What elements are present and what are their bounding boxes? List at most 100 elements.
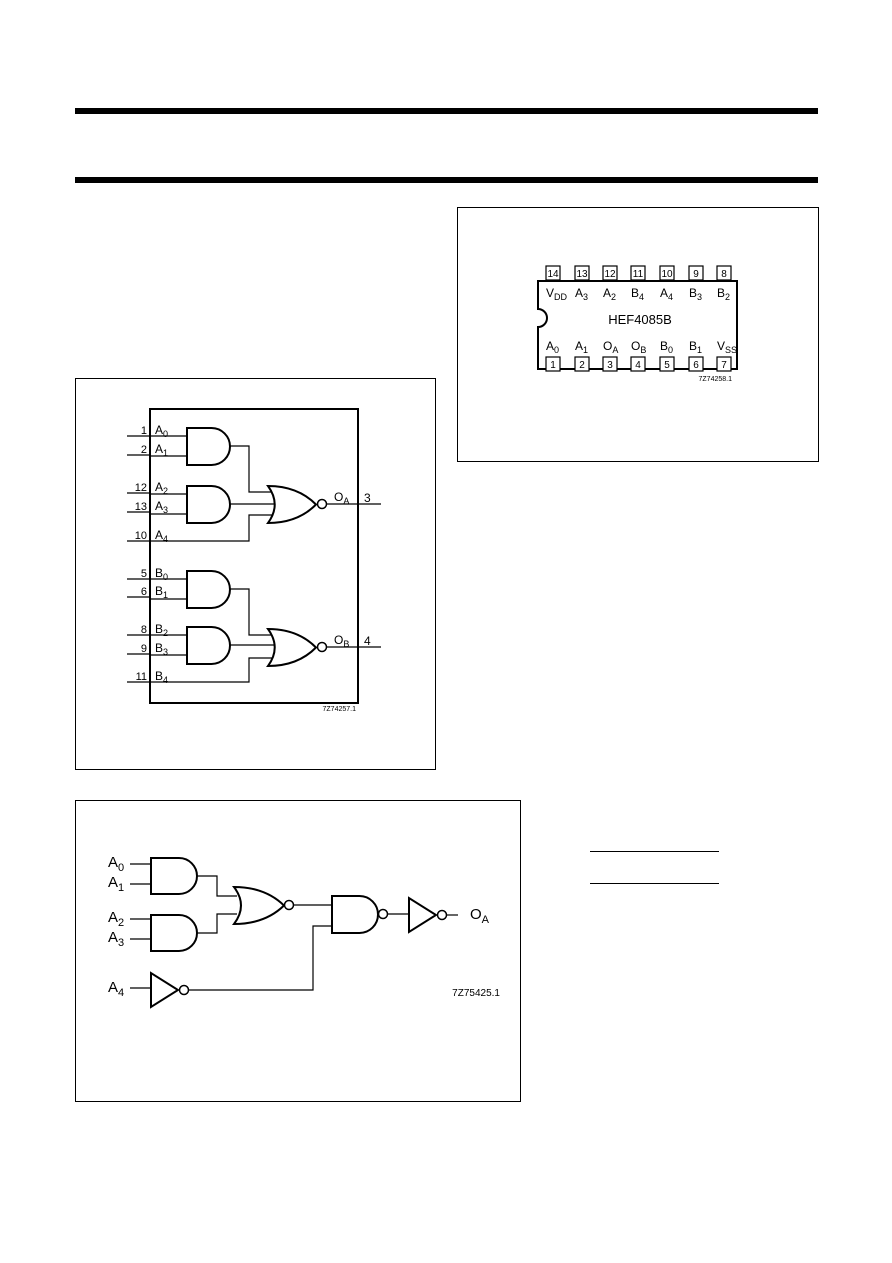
nor-gate <box>266 484 318 525</box>
pin-label: A3 <box>575 286 588 302</box>
blank-line-1 <box>590 851 719 852</box>
wire <box>150 657 273 683</box>
a-pin-number: 1 <box>141 425 147 437</box>
a-pin-number: 10 <box>135 530 147 542</box>
nor-gate <box>266 627 318 668</box>
b-input-label: B2 <box>155 622 168 638</box>
header-rule-top <box>75 108 818 114</box>
pin-label: B4 <box>631 286 644 302</box>
and-gate <box>186 626 231 665</box>
a-pin-number: 2 <box>141 444 147 456</box>
pinning-diagram-frame <box>457 207 819 462</box>
pin-label: OB <box>631 339 646 355</box>
b-input-label: B4 <box>155 669 168 685</box>
inverter-bubble <box>316 641 328 653</box>
pin-box <box>574 356 590 372</box>
a-pin-number: 12 <box>135 482 147 494</box>
pin-box <box>688 265 704 281</box>
b-input-label: B3 <box>155 641 168 657</box>
pin-label: A0 <box>546 339 559 355</box>
nor-gate <box>231 885 286 926</box>
gate-input-label: A0 <box>108 854 124 874</box>
inverter-bubble <box>436 909 448 921</box>
diagram-code: 7Z74257.1 <box>323 706 357 713</box>
gate-output-label: OA <box>470 906 490 926</box>
pin-label: OA <box>603 339 618 355</box>
b-input-label: B1 <box>155 584 168 600</box>
pin-label: A4 <box>660 286 673 302</box>
pin-box <box>688 356 704 372</box>
pin-number: 9 <box>693 269 699 280</box>
pin-number: 6 <box>693 360 699 371</box>
a-input-label: A2 <box>155 480 168 496</box>
pin-label: VDD <box>546 286 568 302</box>
pin-label: VSS <box>717 339 737 355</box>
wire <box>197 875 237 897</box>
wire <box>189 925 332 991</box>
pin-box <box>574 265 590 281</box>
gate-input-label: A2 <box>108 909 124 929</box>
wire <box>230 588 273 636</box>
chip-body <box>537 280 738 370</box>
inverter-bubble <box>316 498 328 510</box>
pin-number: 12 <box>604 269 616 280</box>
gate-diagram-frame <box>75 800 521 1102</box>
blank-line-2 <box>590 883 719 884</box>
and-gate <box>150 914 198 952</box>
b-pin-number: 8 <box>141 624 147 636</box>
diagram-code: 7Z75425.1 <box>452 988 500 999</box>
wire <box>197 913 237 934</box>
pin-number: 2 <box>579 360 585 371</box>
a-input-label: A0 <box>155 423 168 439</box>
pin-box <box>545 356 561 372</box>
pin-number: 11 <box>633 269 644 280</box>
b-pin-number: 5 <box>141 568 147 580</box>
pin-box <box>602 265 618 281</box>
header-rule-bottom <box>75 177 818 183</box>
inverter-bubble <box>283 899 295 911</box>
pin-label: B0 <box>660 339 673 355</box>
pin-box <box>602 356 618 372</box>
output-label: OB <box>334 633 349 649</box>
gate-input-label: A3 <box>108 929 124 949</box>
pin-number: 10 <box>661 269 673 280</box>
pin-box <box>630 356 646 372</box>
wire <box>150 514 273 542</box>
a-pin-number: 13 <box>135 501 147 513</box>
pin-label: B1 <box>689 339 702 355</box>
pin-label: A2 <box>603 286 616 302</box>
diagram-code: 7Z74258.1 <box>699 376 733 383</box>
pin-label: B3 <box>689 286 702 302</box>
pin-box <box>630 265 646 281</box>
pin-box <box>659 356 675 372</box>
logic-box <box>149 408 359 704</box>
pin-box <box>659 265 675 281</box>
gate-input-label: A1 <box>108 874 124 894</box>
chip-name: HEF4085B <box>608 312 672 327</box>
logic-diagram-frame <box>75 378 436 770</box>
and-gate <box>186 485 231 524</box>
wire <box>230 445 273 493</box>
nand-gate <box>331 895 379 934</box>
pin-number: 3 <box>607 360 613 371</box>
inverter-gate <box>150 971 180 1009</box>
pin-box <box>545 265 561 281</box>
output-label: OA <box>334 490 349 506</box>
pin-number: 8 <box>721 269 727 280</box>
b-pin-number: 9 <box>141 643 147 655</box>
b-pin-number: 11 <box>136 671 147 683</box>
pin-number: 5 <box>664 360 670 371</box>
pin-label: A1 <box>575 339 588 355</box>
pin-number: 14 <box>547 269 559 280</box>
pin-number: 7 <box>721 360 727 371</box>
output-pin-number: 4 <box>364 634 371 648</box>
and-gate <box>150 857 198 895</box>
a-input-label: A3 <box>155 499 168 515</box>
and-gate <box>186 427 231 466</box>
pin-number: 13 <box>576 269 588 280</box>
inverter-bubble <box>377 908 389 920</box>
b-input-label: B0 <box>155 566 168 582</box>
b-pin-number: 6 <box>141 586 147 598</box>
a-input-label: A1 <box>155 442 168 458</box>
